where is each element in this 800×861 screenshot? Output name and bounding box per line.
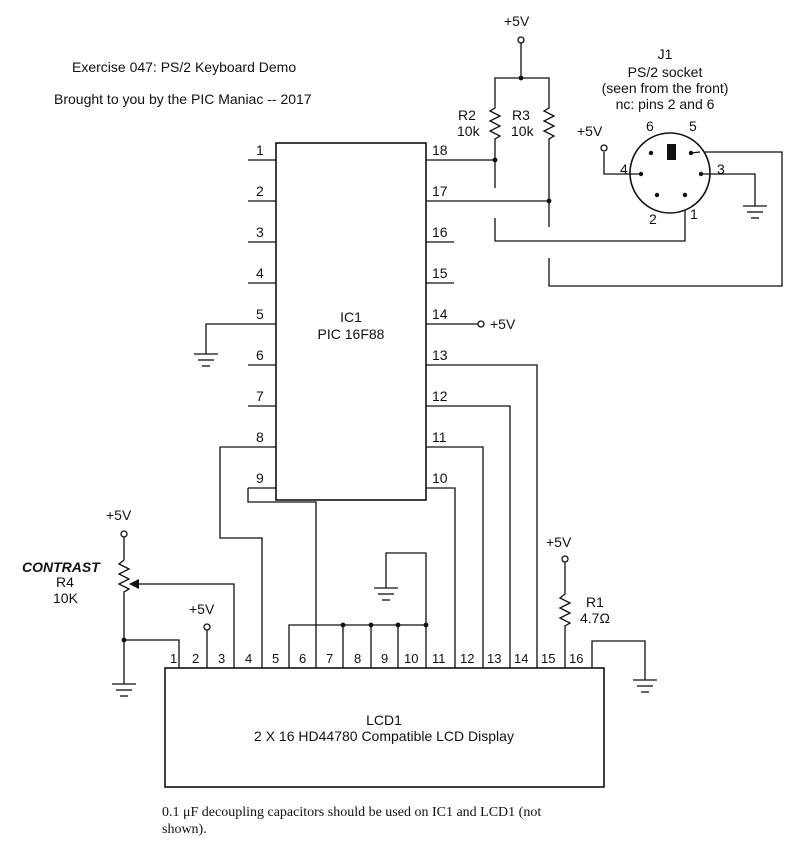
lcd-pin-14: 14 <box>514 651 528 666</box>
lcd-pin-6: 6 <box>299 651 306 666</box>
lcd-pin-13: 13 <box>487 651 501 666</box>
j1-supply-label: +5V <box>577 123 603 139</box>
j1-nc-note: nc: pins 2 and 6 <box>616 96 715 112</box>
ic1-pin-6: 6 <box>256 347 264 363</box>
lcd-pin2-supply-label: +5V <box>189 601 215 617</box>
ic1-pin-15: 15 <box>432 265 448 281</box>
r1-value: 4.7Ω <box>580 610 610 626</box>
r4-potentiometer <box>112 530 235 697</box>
lcd-pin-10: 10 <box>404 651 418 666</box>
ic1-pin-8: 8 <box>256 429 264 445</box>
ic1-ref: IC1 <box>340 309 362 325</box>
ic1-pin-18: 18 <box>432 142 448 158</box>
r1-supply-label: +5V <box>546 534 572 550</box>
ic1-body <box>275 142 427 501</box>
footnote-line2: shown). <box>162 822 207 837</box>
diagram-title: Exercise 047: PS/2 Keyboard Demo <box>72 59 296 75</box>
ic1-pin-17: 17 <box>432 183 448 199</box>
ic1-pin-12: 12 <box>432 388 448 404</box>
r4-ref: R4 <box>56 574 74 590</box>
j1-view: (seen from the front) <box>602 80 729 96</box>
ic1-left-pin-stubs <box>248 159 276 489</box>
ic1-pin-10: 10 <box>432 470 448 486</box>
r3-ref: R3 <box>512 107 530 123</box>
ic1-pin-7: 7 <box>256 388 264 404</box>
r4-supply-label: +5V <box>106 507 132 523</box>
ic1-pin-11: 11 <box>432 429 447 445</box>
lcd-pin-2: 2 <box>192 651 199 666</box>
ic1-lcd-wiring <box>219 364 538 650</box>
lcd-rw-ground <box>374 587 398 601</box>
r1-ref: R1 <box>586 594 604 610</box>
j1-name: PS/2 socket <box>628 64 703 80</box>
ic1-pin-1: 1 <box>256 142 264 158</box>
r4-value: 10K <box>53 590 79 606</box>
footnote-line1: 0.1 μF decoupling capacitors should be u… <box>162 805 541 820</box>
lcd-pin-8: 8 <box>354 651 361 666</box>
lcd-pin-1: 1 <box>170 651 177 666</box>
r2-ref: R2 <box>458 107 476 123</box>
r3-value: 10k <box>511 123 535 139</box>
diagram-credit: Brought to you by the PIC Maniac -- 2017 <box>54 91 312 107</box>
lcd1-desc: 2 X 16 HD44780 Compatible LCD Display <box>254 728 514 744</box>
lcd-pin-7: 7 <box>326 651 333 666</box>
ic1-pin-14: 14 <box>432 306 448 322</box>
r2-value: 10k <box>457 123 481 139</box>
lcd-pin-16: 16 <box>569 651 583 666</box>
lcd-pin-3: 3 <box>218 651 225 666</box>
j1-socket <box>600 132 767 219</box>
ic1-pin-5: 5 <box>256 306 264 322</box>
ic1-pin14-supply <box>454 320 485 328</box>
lcd1-body <box>164 667 605 788</box>
r3-resistor <box>542 100 556 200</box>
r2-resistor <box>488 100 502 160</box>
ic1-pin-2: 2 <box>256 183 264 199</box>
j1-pin-1: 1 <box>690 206 698 222</box>
ic1-pin-13: 13 <box>432 347 448 363</box>
lcd-pin-12: 12 <box>460 651 474 666</box>
top-supply-label: +5V <box>504 13 530 29</box>
lcd-pin-5: 5 <box>272 651 279 666</box>
lcd-pin-15: 15 <box>541 651 555 666</box>
lcd-pin2-supply <box>203 623 211 650</box>
j1-pin-6: 6 <box>646 118 654 134</box>
j1-pin-2: 2 <box>649 211 657 227</box>
ic1-part: PIC 16F88 <box>318 326 385 342</box>
ic1-pin5-ground <box>194 323 248 367</box>
ps2-data-clock-wiring <box>454 151 783 287</box>
pin14-supply-label: +5V <box>490 316 516 332</box>
j1-pin-5: 5 <box>689 118 697 134</box>
lcd-pin-11: 11 <box>432 651 446 666</box>
ic1-pin-16: 16 <box>432 224 448 240</box>
lcd-pin16-ground <box>591 640 657 693</box>
j1-ref: J1 <box>658 46 673 62</box>
r4-label: CONTRAST <box>22 559 101 575</box>
j1-pin-3: 3 <box>717 161 725 177</box>
ic1-pin-3: 3 <box>256 224 264 240</box>
ic1-pin-9: 9 <box>256 470 264 486</box>
ic1-right-pin-stubs <box>426 159 454 489</box>
j1-pin-4: 4 <box>620 161 628 177</box>
lcd1-ref: LCD1 <box>366 712 402 728</box>
pullup-network <box>494 36 550 100</box>
lcd-pin-stubs <box>178 612 593 668</box>
lcd-pin-4: 4 <box>245 651 252 666</box>
ic1-pin-4: 4 <box>256 265 264 281</box>
lcd-pin-9: 9 <box>381 651 388 666</box>
r1-resistor <box>558 555 572 650</box>
